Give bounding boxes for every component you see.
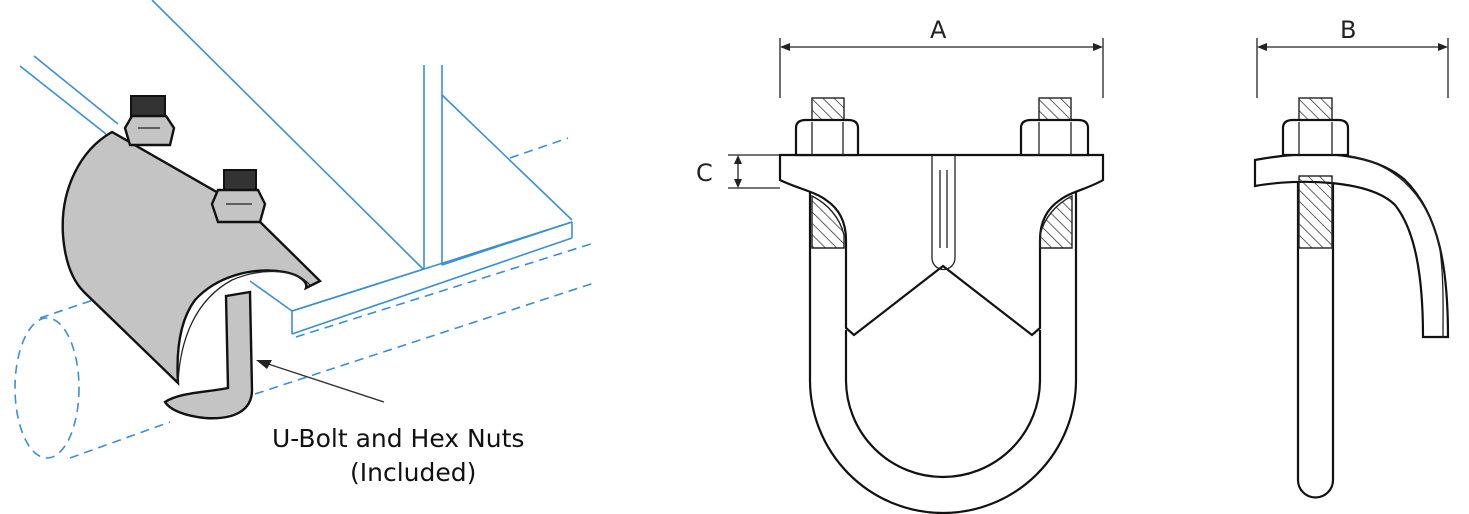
hex-nut-side [1281, 118, 1350, 157]
thread-hatch [1039, 194, 1073, 249]
installation-illustration: U-Bolt and Hex Nuts (Included) [14, 0, 595, 487]
saddle-body [778, 153, 1105, 337]
u-bolt [808, 190, 1078, 514]
dimension-a: A [779, 16, 1104, 98]
hex-nut-2 [210, 169, 267, 224]
pipe-outline [14, 242, 595, 459]
callout-arrow [256, 360, 385, 403]
callout-label-line2: (Included) [350, 458, 476, 487]
dimension-c: C [696, 154, 780, 189]
dimension-c-label: C [696, 159, 713, 187]
thread-hatch [1298, 175, 1333, 249]
beam-clamp [61, 130, 323, 420]
thread-hatch [1298, 97, 1333, 121]
thread-hatch [1038, 97, 1072, 121]
dimension-b-label: B [1340, 16, 1356, 44]
callout-label-line1: U-Bolt and Hex Nuts [272, 424, 524, 453]
hex-nut-front-right [1019, 118, 1090, 157]
thread-hatch [811, 97, 845, 121]
hook-plate [1253, 152, 1450, 339]
thread-hatch [811, 194, 845, 249]
beam-structure [19, 0, 573, 335]
dimension-a-label: A [930, 16, 947, 44]
side-view-drawing: B [1253, 16, 1450, 499]
front-view-drawing: A C [696, 16, 1105, 514]
dimension-b: B [1256, 16, 1449, 98]
hex-nut-1 [123, 95, 176, 147]
slot [931, 155, 956, 271]
hex-nut-front-left [794, 118, 860, 157]
